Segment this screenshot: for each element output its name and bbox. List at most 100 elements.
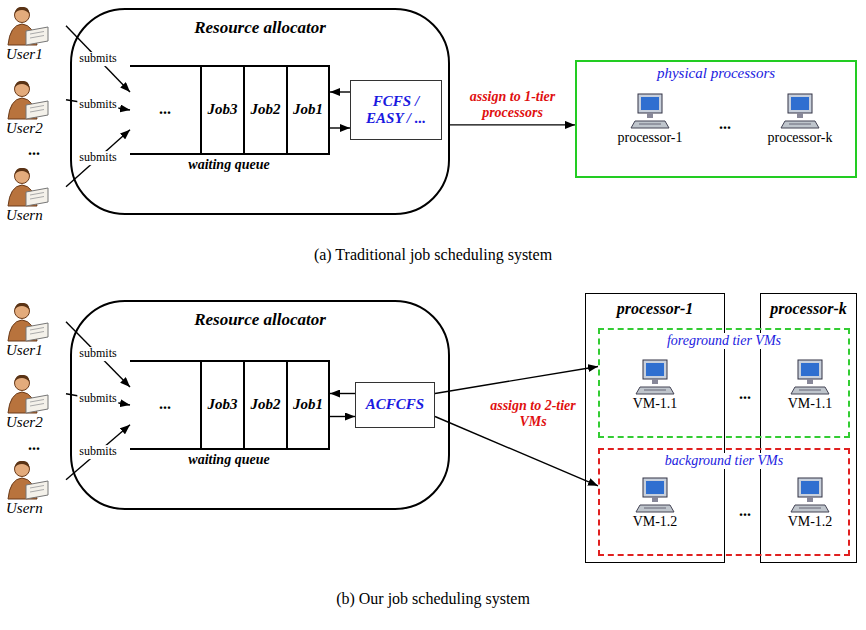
label-text: ... bbox=[28, 141, 40, 159]
queue-slot: Job2 bbox=[243, 362, 286, 448]
node-text: Job1 bbox=[293, 396, 323, 413]
foreground-tier: foreground tier VMsVM-1.1 VM-1.1 bbox=[598, 328, 850, 438]
edge-label-text: submits bbox=[77, 98, 118, 112]
user-icon bbox=[4, 458, 50, 500]
node-text: VM-1.2 bbox=[788, 514, 833, 530]
user-icon bbox=[4, 4, 50, 46]
edge-label-text: assign to 1-tier processors bbox=[452, 89, 574, 121]
user-figure: User2 bbox=[4, 78, 66, 140]
arrow-connector bbox=[450, 124, 575, 125]
node-text: waiting queue bbox=[188, 157, 269, 173]
node-text: physical processors bbox=[657, 65, 775, 82]
node-text: foreground tier VMs bbox=[664, 333, 784, 349]
computer-node: VM-1.1 bbox=[615, 358, 695, 432]
label-text: assign to 2-tier VMs bbox=[487, 398, 579, 430]
node-text: User1 bbox=[4, 46, 43, 63]
arrow-connector bbox=[66, 26, 130, 92]
figure-caption: (b) Our job scheduling system bbox=[336, 590, 530, 608]
node-text: User2 bbox=[4, 120, 43, 137]
label-text: ... bbox=[159, 395, 171, 413]
arrow-connector bbox=[330, 91, 350, 92]
user-figure: User1 bbox=[4, 300, 66, 362]
label-text: (a) Traditional job scheduling system bbox=[314, 246, 552, 264]
user-figure: Usern bbox=[4, 458, 66, 520]
node-text: Job3 bbox=[208, 101, 238, 118]
computer-icon bbox=[790, 476, 830, 514]
edge-label-text: submits bbox=[77, 392, 118, 406]
node-text: ACFCFS bbox=[366, 396, 424, 413]
ellipsis: ... bbox=[739, 385, 751, 403]
resource-allocator: Resource allocator waiting queue Job3 Job2 J… bbox=[70, 8, 450, 215]
edge-label: submits bbox=[77, 52, 118, 66]
arrow-connector bbox=[330, 416, 355, 417]
processor-pool: physical processors processor-1 processor-… bbox=[575, 60, 857, 178]
node-text: background tier VMs bbox=[662, 453, 786, 469]
queue-slot: Job3 bbox=[200, 67, 243, 153]
queue-slot: Job3 bbox=[200, 362, 243, 448]
label-text: ... bbox=[28, 436, 40, 454]
edge-label-text: submits bbox=[77, 151, 118, 165]
edge-label: submits bbox=[77, 445, 118, 459]
label-text: ... bbox=[159, 100, 171, 118]
edge-label: submits bbox=[77, 151, 118, 165]
node-text: Job2 bbox=[251, 396, 281, 413]
user-figure: User1 bbox=[4, 4, 66, 66]
user-icon bbox=[4, 78, 50, 120]
computer-icon bbox=[790, 358, 830, 396]
user-icon bbox=[4, 300, 50, 342]
user-icon bbox=[4, 372, 50, 414]
assign-label: assign to 2-tier VMs bbox=[487, 398, 579, 430]
node-text: VM-1.1 bbox=[633, 396, 678, 412]
arrow-connector bbox=[330, 127, 350, 128]
user-figure: Usern bbox=[4, 165, 66, 227]
queue-slot: Job1 bbox=[286, 67, 328, 153]
figure-caption: (a) Traditional job scheduling system bbox=[314, 246, 552, 264]
ellipsis: ... bbox=[28, 141, 40, 159]
edge-label-text: submits bbox=[77, 445, 118, 459]
user-icon bbox=[4, 165, 50, 207]
computer-icon bbox=[635, 476, 675, 514]
edge-label-text: submits bbox=[77, 347, 118, 361]
computer-node: processor-k bbox=[755, 92, 845, 170]
node-text: Usern bbox=[4, 500, 43, 517]
arrow-connector bbox=[435, 367, 598, 394]
queue-slot: Job2 bbox=[243, 67, 286, 153]
node-text: waiting queue bbox=[188, 452, 269, 468]
edge-label: submits bbox=[77, 98, 118, 112]
node-text: Job3 bbox=[208, 396, 238, 413]
edge-label-text: submits bbox=[77, 52, 118, 66]
node-text: Resource allocator bbox=[194, 310, 326, 330]
node-text: processor-1 bbox=[617, 300, 693, 318]
ellipsis: ... bbox=[159, 395, 171, 413]
edge-label: submits bbox=[77, 347, 118, 361]
arrow-connector bbox=[66, 322, 130, 387]
arrow-connector bbox=[66, 130, 130, 187]
node-text: processor-1 bbox=[617, 130, 682, 146]
label-text: (b) Our job scheduling system bbox=[336, 590, 530, 608]
ellipsis: ... bbox=[739, 502, 751, 520]
arrow-connector bbox=[330, 393, 355, 394]
label-text: ... bbox=[719, 115, 731, 133]
node-text: Job2 bbox=[251, 101, 281, 118]
computer-node: VM-1.2 bbox=[615, 476, 695, 550]
edge-label: submits bbox=[77, 392, 118, 406]
node-text: Resource allocator bbox=[194, 18, 326, 38]
node-text: User1 bbox=[4, 342, 43, 359]
ellipsis: ... bbox=[159, 100, 171, 118]
node-text: User2 bbox=[4, 414, 43, 431]
arrow-connector bbox=[66, 425, 130, 480]
label-text: ... bbox=[739, 502, 751, 520]
computer-node: VM-1.1 bbox=[770, 358, 850, 432]
node-text: Usern bbox=[4, 207, 43, 224]
scheduler-box: ACFCFS bbox=[355, 382, 435, 428]
node-text: VM-1.2 bbox=[633, 514, 678, 530]
queue-slot: Job1 bbox=[286, 362, 328, 448]
node-text: processor-k bbox=[770, 300, 846, 318]
user-figure: User2 bbox=[4, 372, 66, 434]
background-tier: background tier VMsVM-1.2 VM-1.2 bbox=[598, 448, 850, 556]
resource-allocator: Resource allocator waiting queue Job3 Job2 J… bbox=[70, 300, 450, 510]
scheduler-box: FCFS / EASY / ... bbox=[350, 80, 442, 140]
node-text: VM-1.1 bbox=[788, 396, 833, 412]
computer-node: processor-1 bbox=[605, 92, 695, 170]
